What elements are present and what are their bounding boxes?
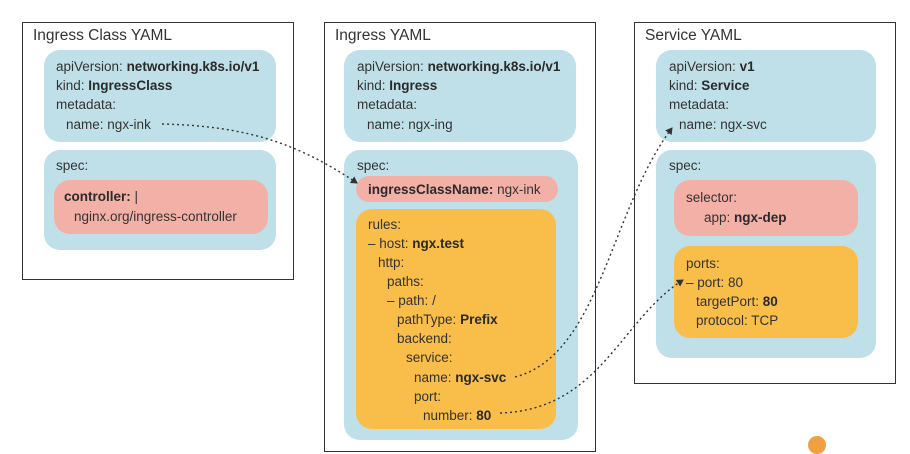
ingress-class-name: name: ngx-ink bbox=[66, 117, 151, 132]
ports-port: – port: 80 bbox=[686, 275, 744, 290]
ingress-class-metadata: metadata: bbox=[56, 97, 117, 112]
ingress-kind: kind: Ingress bbox=[357, 78, 438, 93]
controller-value: nginx.org/ingress-controller bbox=[74, 209, 237, 224]
ingress-class-spec-label: spec: bbox=[56, 158, 89, 173]
selector-key: selector: bbox=[686, 190, 738, 205]
rules-path-type: pathType: Prefix bbox=[397, 312, 498, 327]
ingress-spec-label: spec: bbox=[357, 158, 390, 173]
ingress-metadata: metadata: bbox=[357, 97, 418, 112]
controller-key: controller: | bbox=[64, 189, 139, 204]
ports-target-port: targetPort: 80 bbox=[696, 294, 778, 309]
ingress-class-kind: kind: IngressClass bbox=[56, 78, 173, 93]
ingress-apiversion: apiVersion: networking.k8s.io/v1 bbox=[357, 59, 561, 74]
ingress-title: Ingress YAML bbox=[335, 27, 431, 44]
rules-service: service: bbox=[406, 350, 453, 365]
rules-port-number: number: 80 bbox=[423, 408, 492, 423]
ingress-class-name-line: ingressClassName: ngx-ink bbox=[368, 182, 541, 197]
rules-http: http: bbox=[378, 255, 405, 270]
service-name: name: ngx-svc bbox=[679, 117, 767, 132]
service-metadata: metadata: bbox=[669, 97, 730, 112]
selector-app: app: ngx-dep bbox=[704, 210, 787, 225]
rules-key: rules: bbox=[368, 217, 402, 232]
watermark-logo-icon bbox=[808, 436, 826, 454]
ingress-meta-box bbox=[344, 50, 576, 142]
ports-box bbox=[674, 246, 858, 338]
rules-paths: paths: bbox=[387, 274, 424, 289]
service-spec-label: spec: bbox=[669, 158, 702, 173]
rules-path: – path: / bbox=[387, 293, 436, 308]
rules-service-name: name: ngx-svc bbox=[414, 370, 507, 385]
service-meta-box bbox=[656, 50, 876, 142]
rules-backend: backend: bbox=[397, 331, 452, 346]
controller-box bbox=[54, 180, 268, 234]
service-title: Service YAML bbox=[645, 27, 742, 44]
service-apiversion: apiVersion: v1 bbox=[669, 59, 755, 74]
ports-protocol: protocol: TCP bbox=[696, 313, 779, 328]
ingress-name: name: ngx-ing bbox=[367, 117, 453, 132]
service-kind: kind: Service bbox=[669, 78, 750, 93]
rules-host: – host: ngx.test bbox=[368, 236, 465, 251]
ingress-class-apiversion: apiVersion: networking.k8s.io/v1 bbox=[56, 59, 260, 74]
rules-port: port: bbox=[414, 389, 442, 404]
ports-key: ports: bbox=[686, 256, 720, 271]
selector-box bbox=[674, 180, 858, 236]
ingress-class-title: Ingress Class YAML bbox=[33, 27, 172, 44]
